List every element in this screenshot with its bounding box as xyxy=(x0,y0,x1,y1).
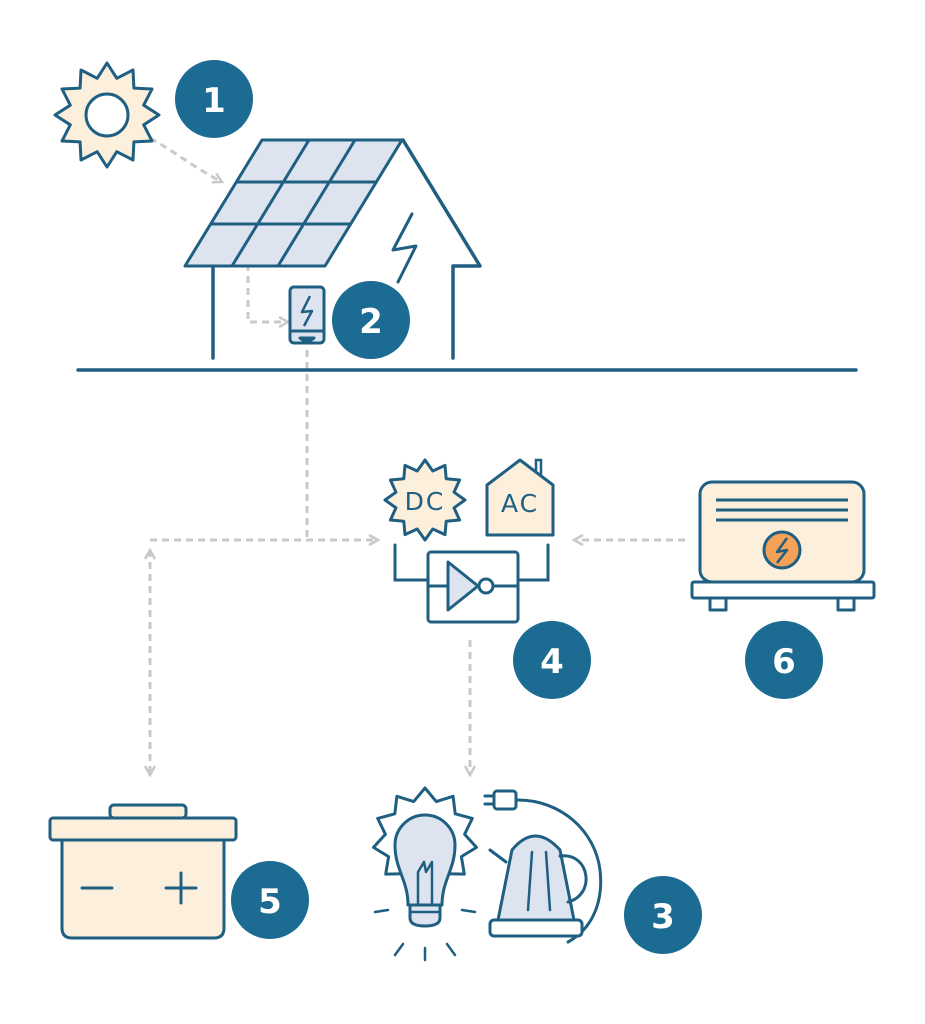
battery-icon xyxy=(48,803,238,940)
badge-2-number: 2 xyxy=(359,302,383,342)
arrow-sun-to-panels xyxy=(149,136,222,182)
badge-6-number: 6 xyxy=(772,642,796,682)
badge-4: 4 xyxy=(513,621,591,699)
badge-1: 1 xyxy=(175,60,253,138)
kettle-icon xyxy=(483,789,603,944)
generator-icon xyxy=(690,480,876,612)
arrow-panels-to-controller xyxy=(246,252,288,322)
badge-1-number: 1 xyxy=(202,81,226,121)
ac-label: AC xyxy=(501,489,539,518)
badge-3-number: 3 xyxy=(651,897,675,937)
badge-5-number: 5 xyxy=(258,882,282,922)
inverter-icon: DC AC xyxy=(383,458,555,624)
badge-5: 5 xyxy=(231,861,309,939)
plug-icon xyxy=(483,789,518,811)
dc-label: DC xyxy=(405,487,446,516)
house-icon xyxy=(211,138,482,360)
flow-arrows xyxy=(149,136,685,775)
lightning-icon xyxy=(391,212,418,284)
badge-2: 2 xyxy=(332,281,410,359)
badge-4-number: 4 xyxy=(540,642,564,682)
sun-icon xyxy=(53,61,161,169)
badge-6: 6 xyxy=(745,621,823,699)
solar-panel-icon xyxy=(183,138,404,268)
charge-controller-icon xyxy=(288,285,326,345)
light-bulb-icon xyxy=(372,786,478,962)
badge-3: 3 xyxy=(624,876,702,954)
